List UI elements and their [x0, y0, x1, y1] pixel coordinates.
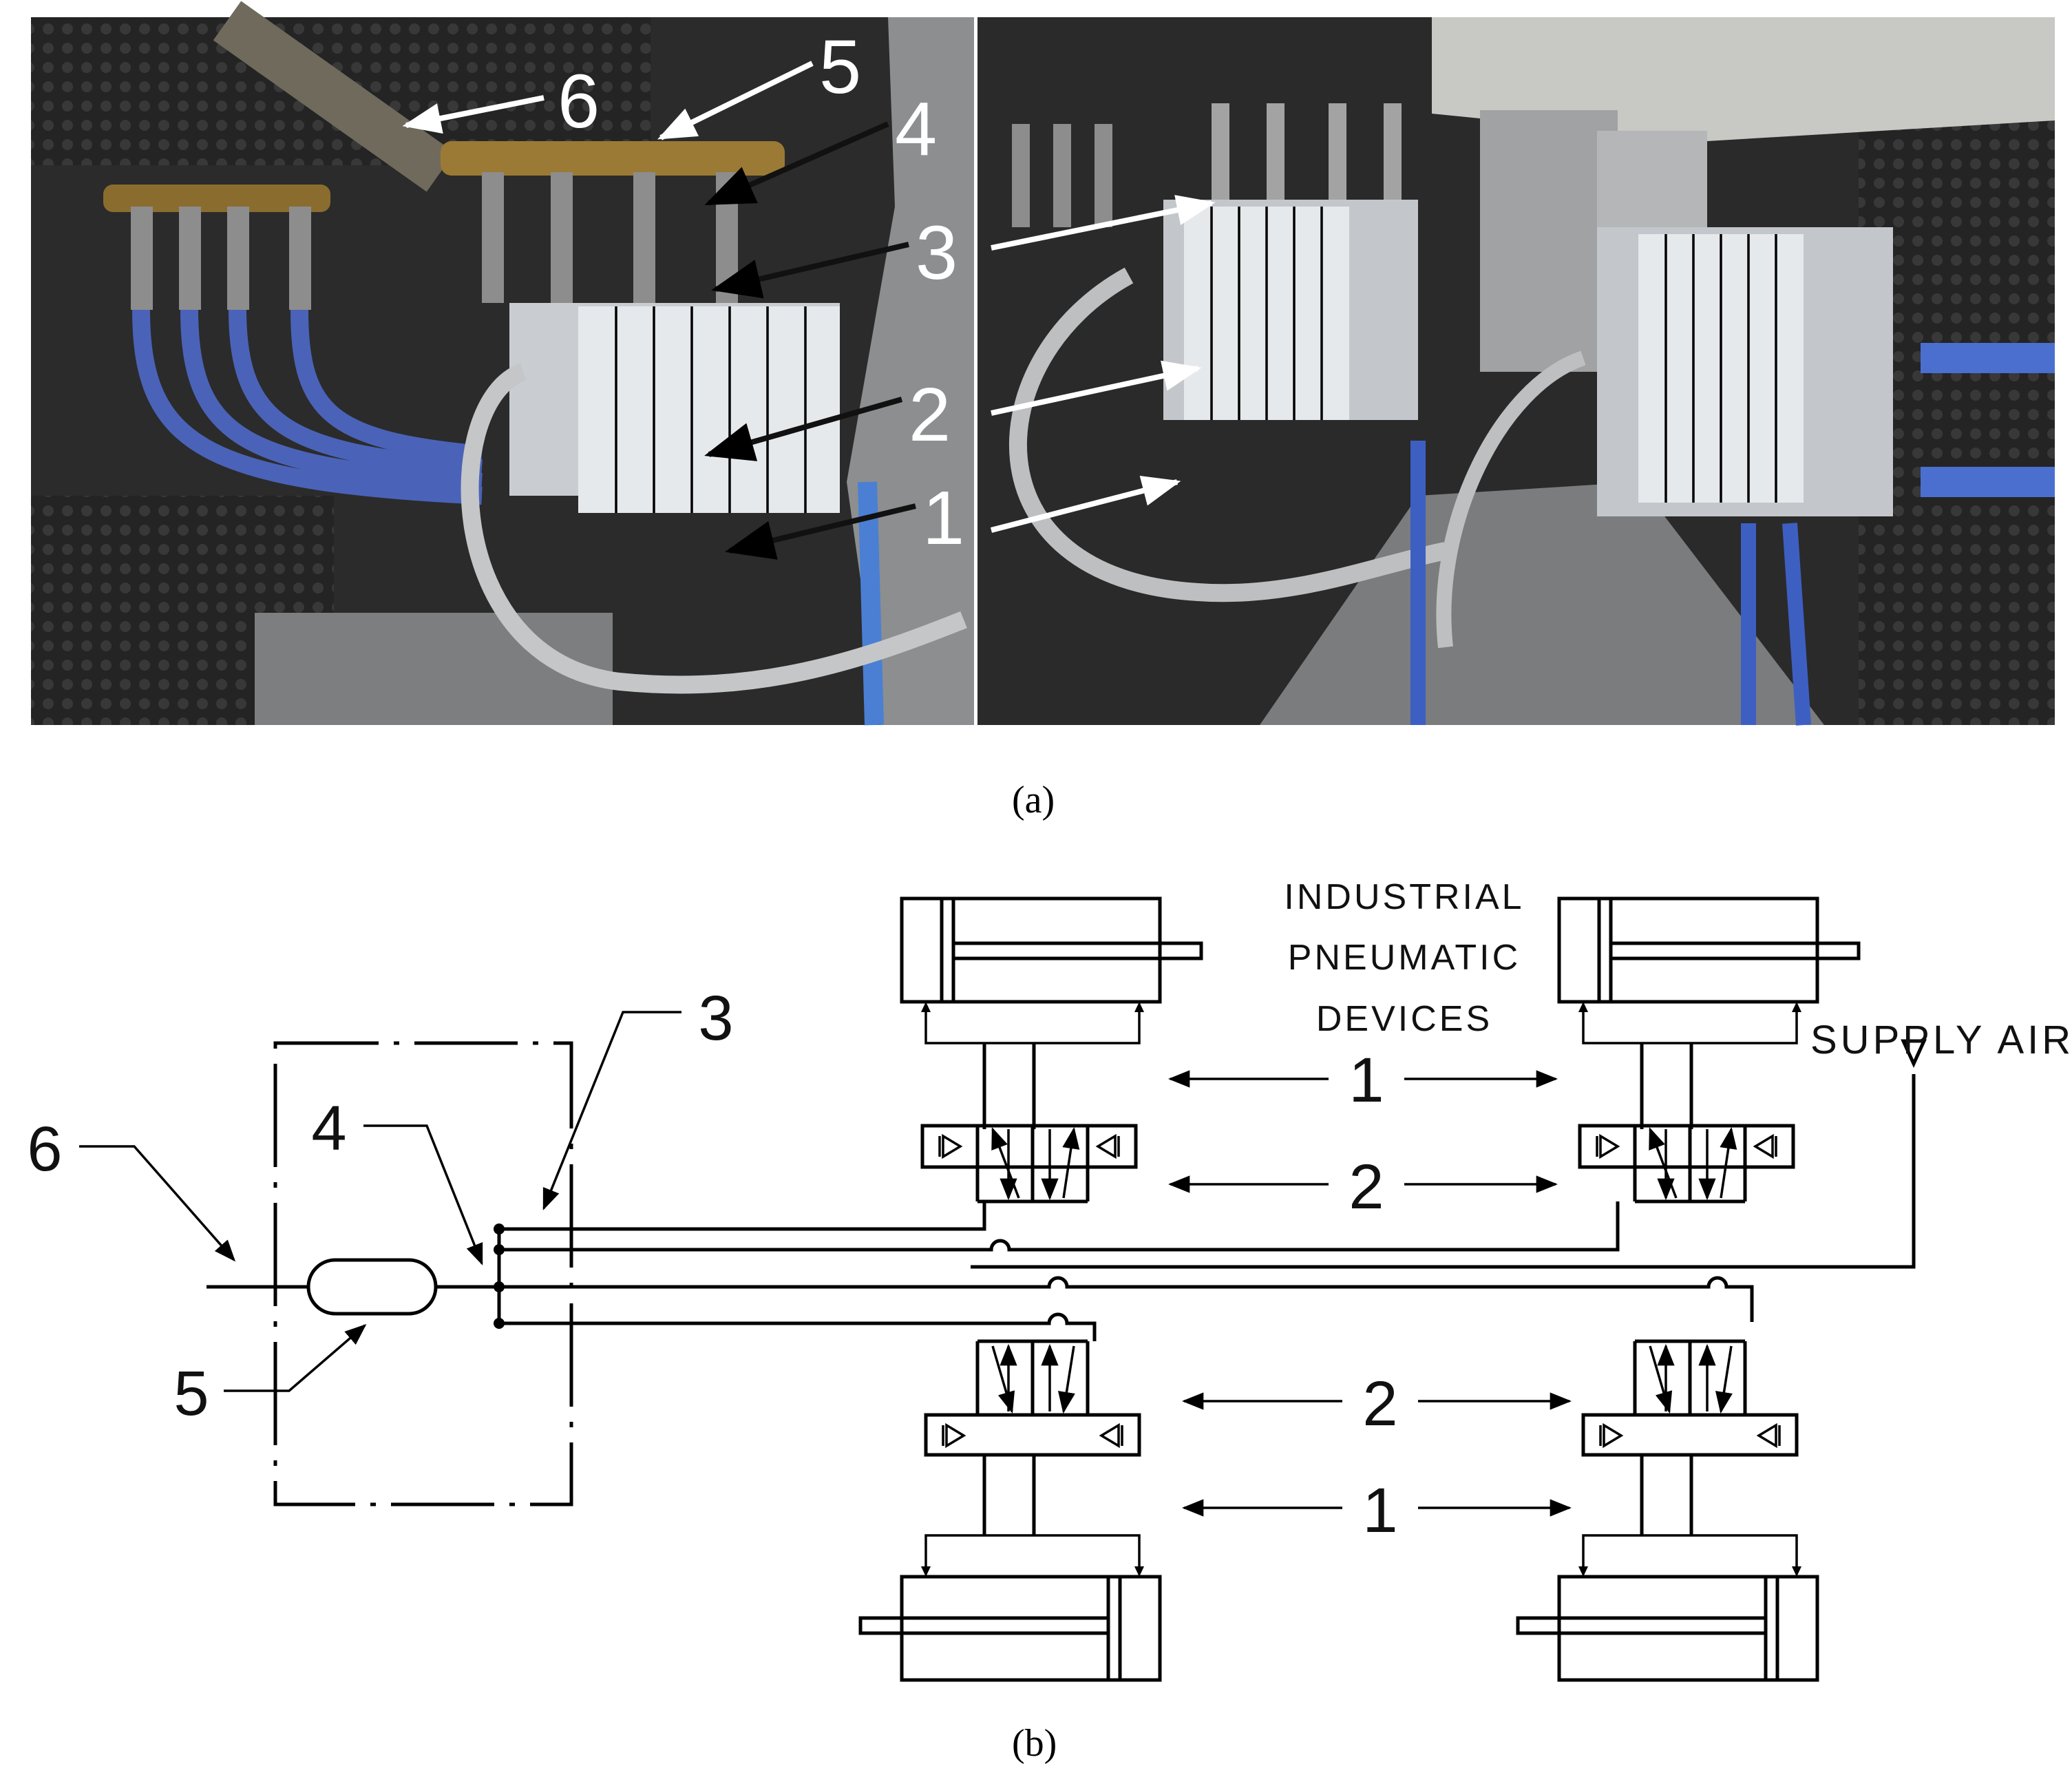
- leader-2: [704, 397, 903, 461]
- blue-hose: [229, 309, 483, 477]
- brass-manifold-upper: [441, 141, 785, 176]
- valve-bottom-left: [924, 1339, 1141, 1535]
- callout-2-top: 2: [1349, 1152, 1384, 1222]
- callout-4: 4: [311, 1093, 346, 1164]
- photo-left: 6 5 4 3 2 1: [31, 1, 974, 726]
- blue-hose: [290, 309, 483, 463]
- fitting: [633, 172, 655, 303]
- support-column: [1480, 110, 1618, 372]
- leader-4-schematic: [363, 1124, 483, 1265]
- leader-3: [710, 242, 909, 299]
- valve-top-right: [1578, 1124, 1795, 1204]
- controller-enclosure: [273, 1041, 573, 1506]
- fitting: [1267, 103, 1285, 207]
- photo-left-label-3: 3: [916, 211, 958, 295]
- pressure-vessel: [306, 1258, 438, 1316]
- grey-cable: [1009, 267, 1448, 602]
- fitting: [1384, 103, 1402, 207]
- fitting: [1212, 103, 1229, 207]
- bus-line-1: [499, 1201, 986, 1231]
- fitting: [482, 172, 504, 303]
- cylinder-bottom-right: [1516, 1534, 1819, 1682]
- callout-2-bottom: 2: [1362, 1369, 1397, 1439]
- cylinder-top-right: [1557, 896, 1861, 1129]
- callout-6: 6: [27, 1114, 62, 1184]
- grey-cable: [461, 363, 967, 694]
- device-title-line-3: DEVICES: [1316, 999, 1492, 1039]
- cylinder-top-left: [900, 896, 1203, 1129]
- leader-3-schematic: [542, 1011, 681, 1210]
- photo-left-label-4: 4: [895, 87, 937, 171]
- photo-left-label-6: 6: [558, 59, 600, 144]
- leader-2-right: [991, 360, 1202, 416]
- fitting: [131, 207, 153, 310]
- schematic: INDUSTRIAL PNEUMATIC DEVICES SUPPLY AIR …: [27, 877, 2072, 1682]
- supply-hose: [213, 1, 455, 192]
- valve-bank: [578, 306, 840, 513]
- blue-hose: [1782, 523, 1811, 726]
- photo-left-label-1: 1: [922, 476, 964, 560]
- fitting: [1012, 124, 1030, 227]
- leader-1-right: [990, 475, 1181, 533]
- photo-right: 3: [977, 17, 2055, 726]
- callout-5: 5: [173, 1358, 209, 1429]
- photo-left-label-2: 2: [909, 372, 951, 457]
- leader-4: [704, 121, 889, 206]
- callout-3: 3: [698, 983, 733, 1053]
- leader-5-schematic: [224, 1323, 367, 1392]
- bus-line-4: [499, 1312, 1097, 1341]
- supply-air-label: SUPPLY AIR: [1810, 1018, 2072, 1062]
- caption-a: (a): [1012, 779, 1055, 821]
- fitting: [1329, 103, 1346, 207]
- callout-1-bottom: 1: [1362, 1475, 1397, 1546]
- leader-6: [402, 95, 545, 134]
- device-title-line-1: INDUSTRIAL: [1284, 877, 1524, 917]
- fitting: [179, 207, 201, 310]
- supply-air-symbol: [1901, 1039, 1927, 1069]
- leader-6-schematic: [79, 1145, 236, 1262]
- blue-hose: [132, 309, 483, 505]
- frame-bracket-right: [1260, 482, 1824, 725]
- callout-1-top: 1: [1349, 1045, 1384, 1115]
- blue-hose: [858, 481, 884, 726]
- leader-1: [724, 503, 916, 560]
- bus-line-2: [499, 1201, 1620, 1252]
- brass-manifold-lower: [103, 185, 330, 212]
- grey-cable: [1436, 350, 1586, 649]
- supply-air-line: [971, 1074, 1916, 1269]
- cylinder-bottom-left: [858, 1534, 1162, 1682]
- fitting: [551, 172, 573, 303]
- photo-left-label-5: 5: [819, 25, 861, 109]
- valve-top-left: [920, 1124, 1138, 1204]
- fitting: [1095, 124, 1112, 227]
- valve-bottom-right: [1581, 1339, 1799, 1535]
- bus-line-3: [499, 1276, 1754, 1322]
- fitting: [1053, 124, 1071, 227]
- leader-3-right: [991, 195, 1216, 251]
- blue-hose: [180, 309, 483, 491]
- device-title-line-2: PNEUMATIC: [1288, 938, 1521, 978]
- fitting: [227, 207, 249, 310]
- caption-b: (b): [1012, 1722, 1057, 1765]
- leader-5: [657, 61, 814, 140]
- fitting: [289, 207, 311, 310]
